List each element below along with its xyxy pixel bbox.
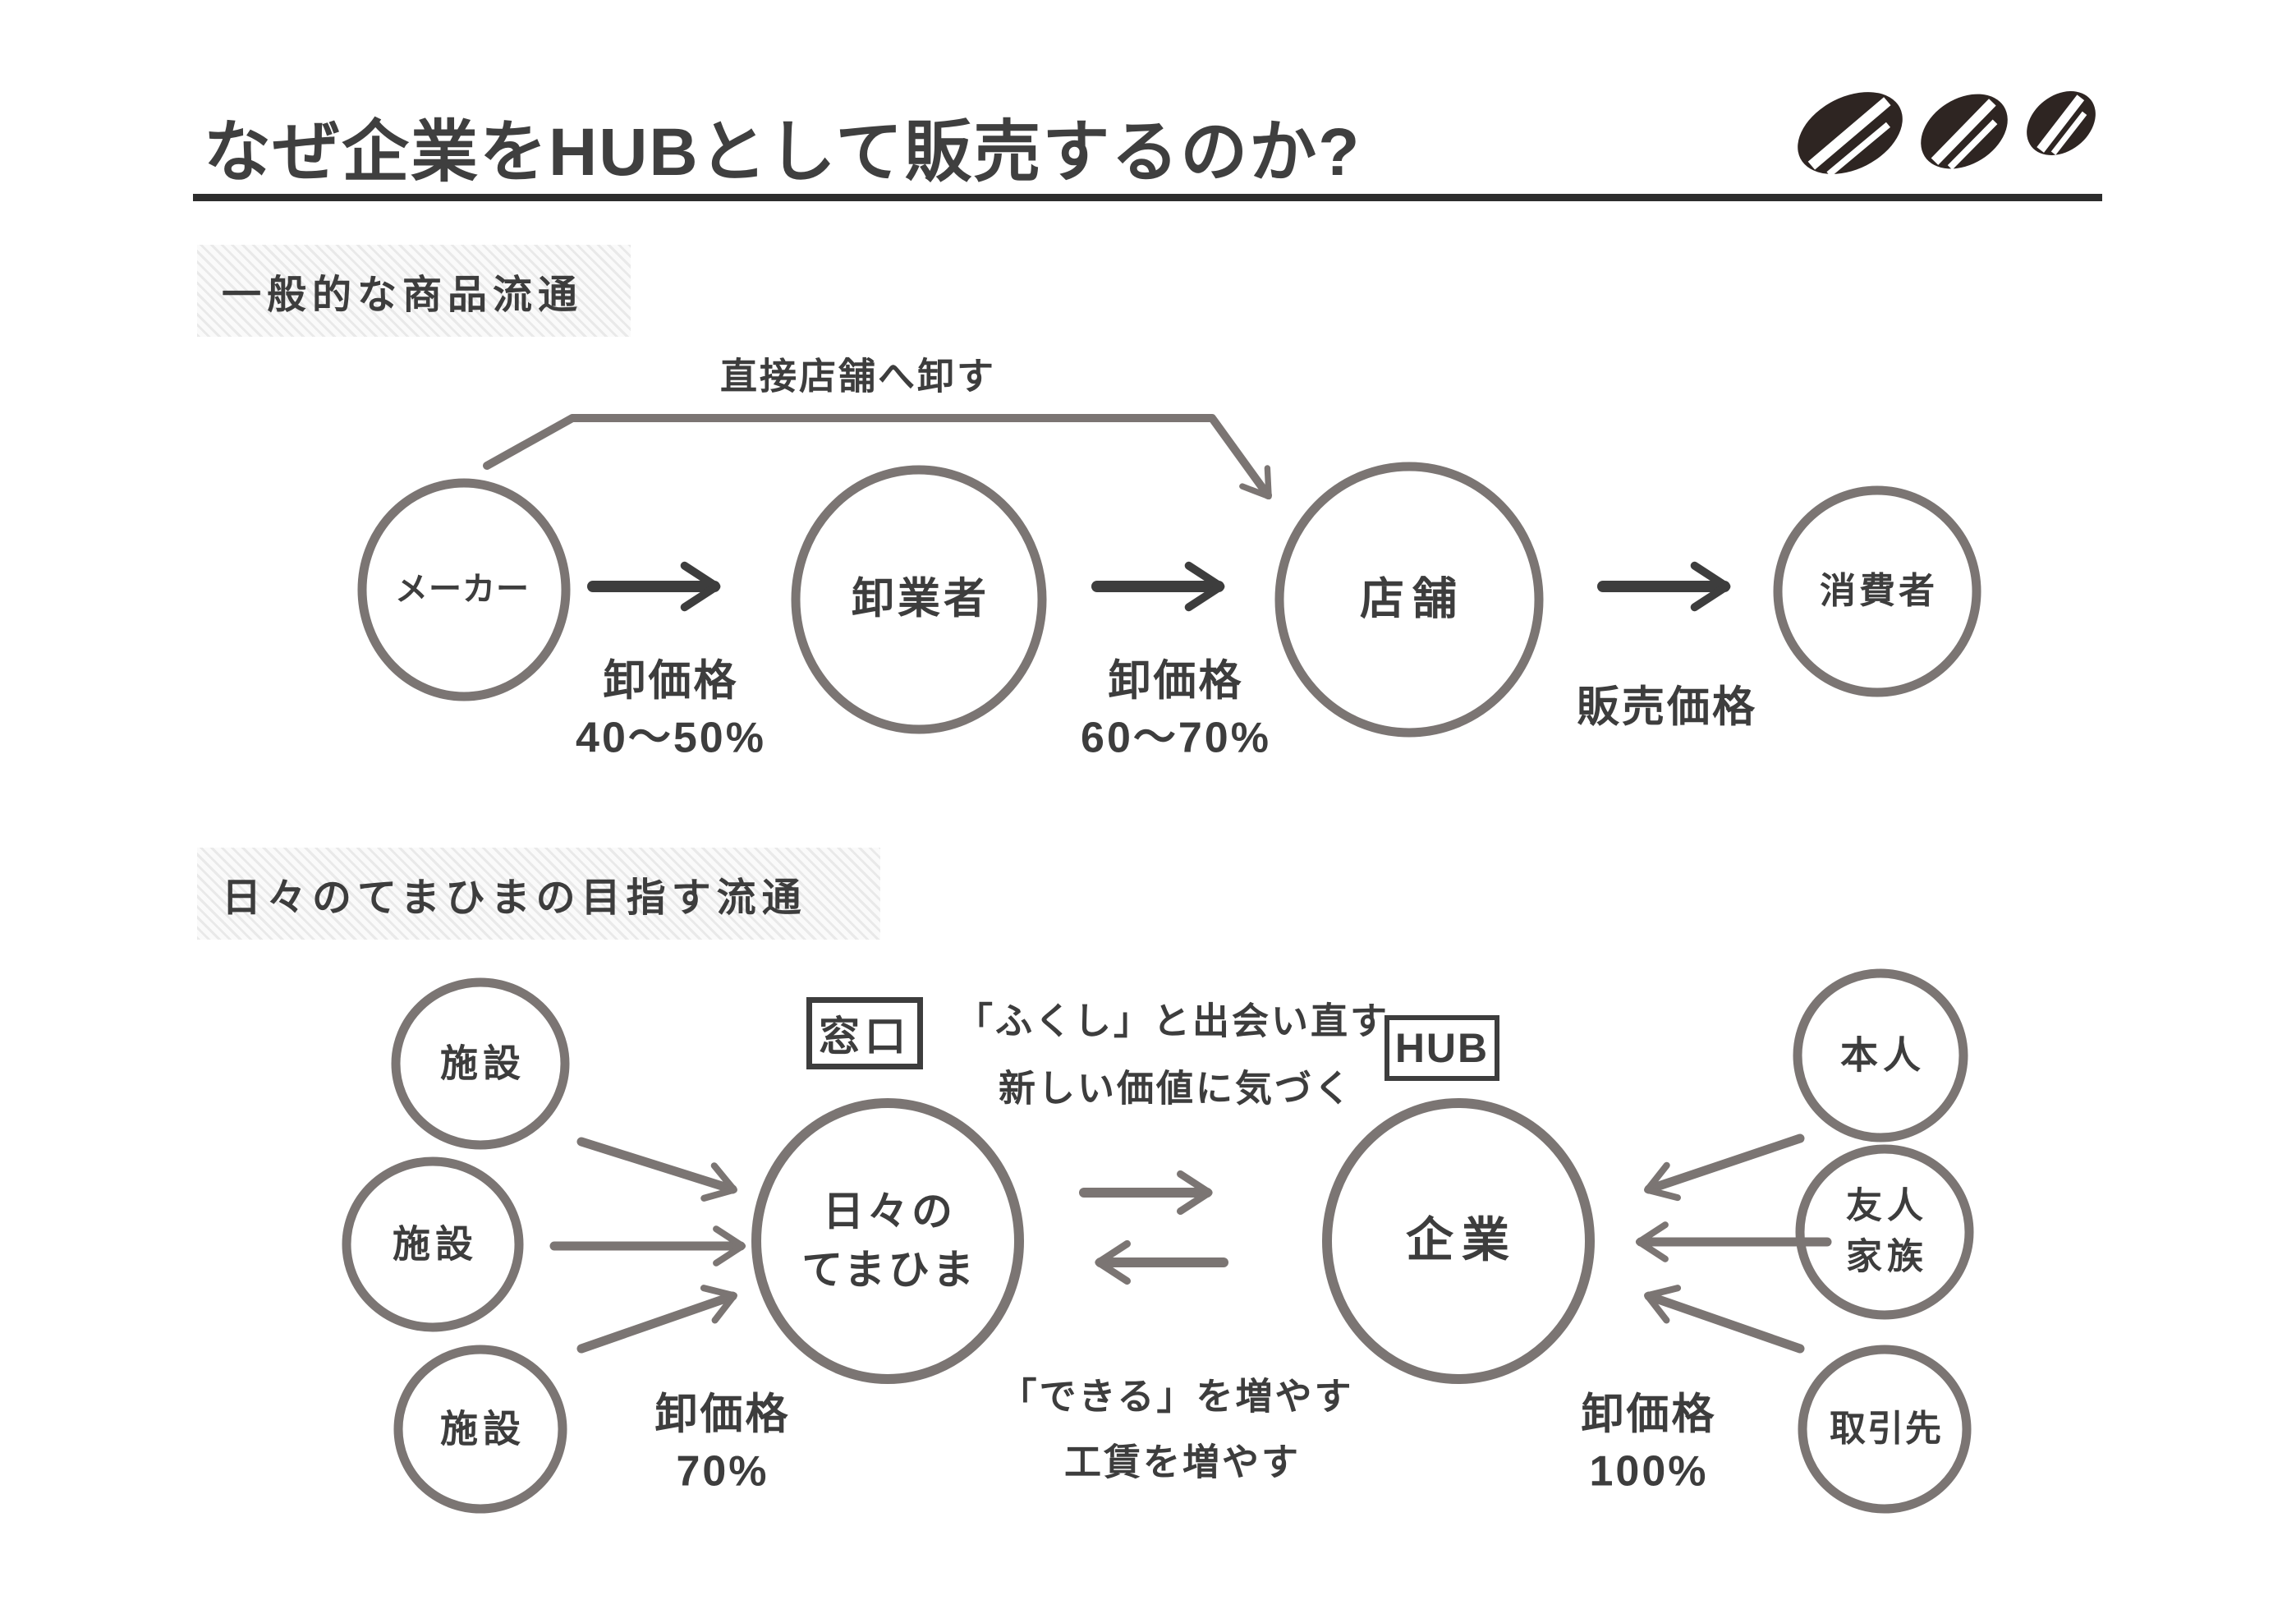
node-hibino-temahima-label: 日々の てまひま <box>801 1183 977 1299</box>
edge-label-line: 40〜50% <box>576 714 766 761</box>
left-price-label: 卸価格 70% <box>654 1386 790 1499</box>
node-store-circle <box>1274 462 1544 738</box>
node-facility-1-circle <box>391 977 570 1150</box>
company-arrow-from-client <box>1644 1285 1805 1354</box>
node-company-circle <box>1322 1098 1595 1384</box>
coffee-bean-icon <box>1921 94 2008 170</box>
tag-hub-text: HUB <box>1394 1025 1490 1071</box>
coffee-bean-icon <box>2027 91 2096 155</box>
section-label-temahima-text: 日々のてまひまの目指す流通 <box>222 876 807 920</box>
bypass-arrow <box>483 414 1272 500</box>
page-title: なぜ企業をHUBとして販売するのか? <box>204 115 1362 190</box>
section-label-general: 一般的な商品流通 <box>197 245 631 337</box>
section-label-temahima: 日々のてまひまの目指す流通 <box>197 848 880 940</box>
coffee-bean-icon <box>1798 92 1903 177</box>
exchange-top-line2: 新しい価値に気づく <box>998 1067 1354 1110</box>
left-price-line2: 70% <box>676 1447 769 1495</box>
node-honnin-label: 本人 <box>1840 1033 1926 1077</box>
company-arrow-from-honnin <box>1644 1133 1805 1202</box>
facility-arrow-3 <box>576 1285 737 1354</box>
node-company-label: 企業 <box>1405 1213 1518 1267</box>
node-facility-2-label: 施設 <box>393 1222 478 1266</box>
node-family-line2: 家族 <box>1846 1237 1928 1277</box>
tag-madoguchi: 窓口 <box>806 997 923 1069</box>
edge-label-retail-price: 販売価格 <box>1576 683 1758 732</box>
right-price-line2: 100% <box>1589 1447 1709 1495</box>
section-label-general-text: 一般的な商品流通 <box>222 274 584 317</box>
node-honnin-circle <box>1793 968 1968 1143</box>
edge-label-wholesale-60-70: 卸価格 60〜70% <box>1081 653 1271 766</box>
bypass-arrow-label: 直接店舗へ卸す <box>719 355 997 398</box>
node-facility-3-label: 施設 <box>440 1407 526 1451</box>
facility-arrow-1 <box>576 1137 737 1202</box>
node-hibino-temahima-circle <box>751 1098 1024 1384</box>
right-price-line1: 卸価格 <box>1581 1391 1717 1439</box>
node-hibino-temahima-line1: 日々の <box>823 1189 956 1234</box>
node-wholesaler-circle <box>791 465 1047 734</box>
node-client-circle <box>1798 1345 1972 1514</box>
exchange-top-line1: 「ふくし」と出会い直す <box>955 1000 1390 1042</box>
edge-label-wholesale-40-50: 卸価格 40〜50% <box>576 653 766 766</box>
right-price-label: 卸価格 100% <box>1581 1386 1716 1499</box>
node-family-circle <box>1795 1144 1974 1320</box>
exchange-bottom-line2: 工賃を増やす <box>1063 1441 1302 1483</box>
tag-madoguchi-text: 窓口 <box>819 1014 911 1060</box>
node-family-line1: 友人 <box>1846 1185 1928 1226</box>
title-underline <box>193 194 2102 201</box>
left-price-line1: 卸価格 <box>654 1391 791 1439</box>
node-facility-2-circle <box>342 1156 524 1332</box>
edge-label-line: 60〜70% <box>1081 714 1271 761</box>
node-hibino-temahima-line2: てまひま <box>801 1247 977 1293</box>
node-facility-1-label: 施設 <box>440 1041 526 1085</box>
exchange-bottom-line1: 「できる」を増やす <box>999 1375 1354 1418</box>
node-maker-label: メーカー <box>395 571 530 608</box>
edge-label-line: 卸価格 <box>603 657 739 706</box>
node-store-label: 店舗 <box>1360 574 1465 624</box>
edge-label-line: 卸価格 <box>1108 657 1244 706</box>
node-wholesaler-label: 卸業者 <box>851 575 990 623</box>
tag-hub: HUB <box>1384 1015 1499 1081</box>
node-consumer-label: 消費者 <box>1820 570 1938 611</box>
node-maker-circle <box>357 478 571 701</box>
node-consumer-circle <box>1773 485 1981 697</box>
node-facility-3-circle <box>393 1345 567 1514</box>
node-family-label: 友人 家族 <box>1846 1181 1928 1284</box>
node-client-label: 取引先 <box>1830 1408 1943 1449</box>
